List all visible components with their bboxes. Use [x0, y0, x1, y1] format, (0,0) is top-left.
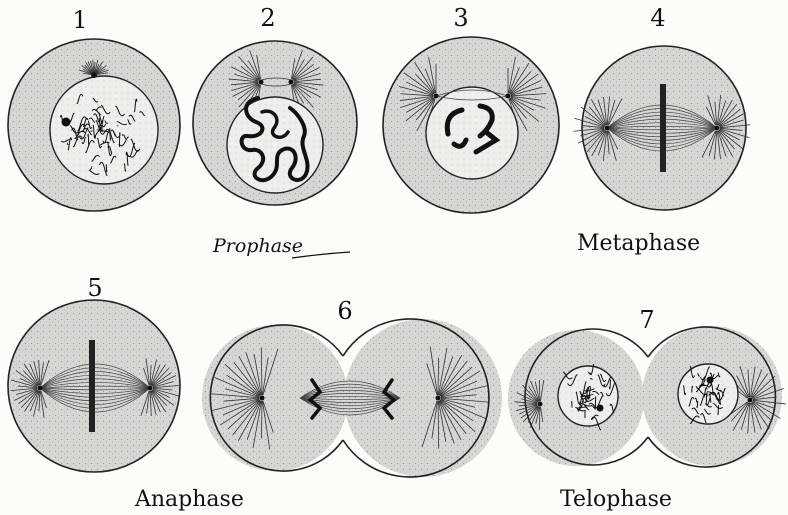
metaphase-plate: [660, 84, 666, 172]
label-metaphase: Metaphase: [577, 231, 700, 256]
stage-number-6: 6: [337, 297, 352, 325]
centriole: [538, 402, 543, 407]
centriole: [289, 80, 294, 85]
centriole: [506, 94, 511, 99]
stage-number-5: 5: [87, 274, 102, 302]
centrosome: [91, 72, 97, 78]
cell-4: [574, 46, 751, 210]
stage-number-4: 4: [650, 4, 665, 32]
label-telophase: Telophase: [560, 487, 672, 512]
nucleolus: [707, 377, 714, 384]
centriole: [259, 80, 264, 85]
centriole: [715, 126, 720, 131]
label-prophase: Prophase: [212, 235, 303, 257]
centriole: [148, 386, 153, 391]
stage-number-3: 3: [453, 4, 468, 32]
centriole: [260, 396, 265, 401]
centriole: [605, 126, 610, 131]
cell-5: [8, 300, 180, 472]
nucleolus: [597, 405, 604, 412]
stage-number-7: 7: [639, 306, 654, 334]
cell-2: [193, 41, 357, 205]
centriole: [38, 386, 43, 391]
cell-6: [202, 319, 502, 477]
separating-chromatids: [89, 340, 95, 432]
cell-3: [383, 37, 559, 213]
centriole: [748, 398, 753, 403]
label-anaphase: Anaphase: [134, 487, 244, 512]
nucleolus: [62, 118, 71, 127]
cell-1: [8, 39, 180, 211]
cell-7: [508, 326, 786, 467]
centriole: [434, 94, 439, 99]
centriole: [436, 396, 441, 401]
daughter-nucleus: [678, 364, 738, 424]
stage-number-2: 2: [260, 4, 275, 32]
stage-number-1: 1: [72, 6, 87, 34]
